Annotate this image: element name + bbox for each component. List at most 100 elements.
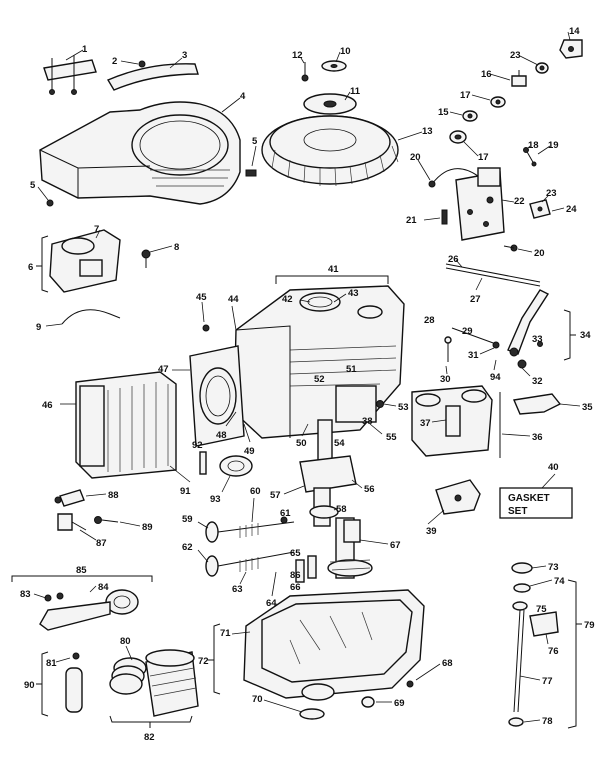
callout-53: 53 <box>398 402 409 413</box>
callout-21: 21 <box>406 215 417 226</box>
leader-50 <box>301 423 309 437</box>
callout-92: 92 <box>192 440 203 451</box>
leader-84 <box>89 585 97 593</box>
leader-23 <box>541 195 549 203</box>
leader-11 <box>344 91 351 101</box>
callout-28: 28 <box>424 315 435 326</box>
leader-35 <box>559 403 581 407</box>
bracket-79 <box>567 579 582 729</box>
leader-31 <box>479 347 495 355</box>
screw-2 <box>138 60 146 68</box>
control-bracket <box>43 55 97 95</box>
callout-29: 29 <box>462 326 473 337</box>
leader-78 <box>523 719 541 723</box>
leader-5b <box>251 145 257 167</box>
leader-71 <box>231 631 251 635</box>
leader-36 <box>501 433 531 437</box>
leader-67 <box>359 539 389 545</box>
pin-92 <box>199 451 207 475</box>
gasket-set-box <box>499 487 573 519</box>
washer-17b <box>449 130 467 144</box>
callout-38: 38 <box>362 416 373 427</box>
callout-58: 58 <box>336 504 347 515</box>
callout-41: 41 <box>328 264 339 275</box>
callout-77: 77 <box>542 676 553 687</box>
callout-1: 1 <box>82 44 88 55</box>
callout-5b: 5 <box>252 136 258 147</box>
leader-12 <box>300 57 305 64</box>
valve-intake <box>205 521 295 543</box>
callout-43: 43 <box>348 288 359 299</box>
callout-6: 6 <box>28 262 33 273</box>
callout-65: 65 <box>290 548 301 559</box>
callout-64: 64 <box>266 598 277 609</box>
leader-24 <box>551 207 565 212</box>
callout-17a: 17 <box>460 90 471 101</box>
callout-90: 90 <box>24 680 35 691</box>
link-26-27 <box>445 263 541 287</box>
leader-4 <box>221 97 241 113</box>
callout-39: 39 <box>426 526 437 537</box>
leader-59 <box>197 521 209 529</box>
callout-80: 80 <box>120 636 131 647</box>
rope-guide <box>106 63 199 91</box>
leader-88 <box>85 493 107 497</box>
leader-76 <box>545 633 549 645</box>
callout-14: 14 <box>569 26 580 37</box>
bracket-90 <box>36 651 49 717</box>
leader-9 <box>45 323 63 327</box>
leader-10 <box>335 51 341 63</box>
callout-78: 78 <box>542 716 553 727</box>
leader-15 <box>449 111 463 116</box>
callout-33: 33 <box>532 334 543 345</box>
callout-30: 30 <box>440 374 451 385</box>
leader-55 <box>369 423 383 435</box>
leader-26 <box>455 259 463 268</box>
callout-20a: 20 <box>410 152 421 163</box>
callout-20b: 20 <box>534 248 545 259</box>
screw-8 <box>141 249 151 268</box>
callout-5a: 5 <box>30 180 36 191</box>
callout-16b: 16 <box>481 69 492 80</box>
callout-54: 54 <box>334 438 345 449</box>
leader-27 <box>475 277 483 291</box>
bracket-82 <box>109 715 193 728</box>
leader-63 <box>239 571 247 585</box>
callout-59: 59 <box>182 514 193 525</box>
leader-14 <box>567 31 571 41</box>
bracket-34 <box>563 309 576 361</box>
callout-86: 86 <box>290 570 301 581</box>
callout-51: 51 <box>346 364 357 375</box>
callout-42: 42 <box>282 294 293 305</box>
leader-20a <box>417 159 431 181</box>
leader-83 <box>33 593 47 599</box>
screw-45 <box>202 324 210 332</box>
callout-69: 69 <box>394 698 405 709</box>
callout-50: 50 <box>296 438 307 449</box>
washer-10 <box>321 60 347 72</box>
leader-16b <box>489 73 511 81</box>
starter-cup <box>303 93 357 115</box>
callout-15: 15 <box>438 107 449 118</box>
callout-76: 76 <box>548 646 559 657</box>
crankshaft <box>299 419 357 527</box>
leader-70 <box>263 699 303 713</box>
leader-91 <box>169 465 191 483</box>
callout-4: 4 <box>240 91 246 102</box>
callout-40: 40 <box>548 462 559 473</box>
leader-16a <box>519 55 539 66</box>
engine-sump <box>243 589 425 701</box>
leader-3 <box>169 57 183 69</box>
leader-80 <box>125 645 133 661</box>
callout-91: 91 <box>180 486 191 497</box>
nut-16a <box>535 62 549 74</box>
callout-66: 66 <box>290 582 301 593</box>
leader-57 <box>283 485 305 495</box>
breather-14 <box>559 39 583 59</box>
ignition-armature <box>455 167 505 241</box>
callout-24: 24 <box>566 204 577 215</box>
leader-1 <box>65 49 84 61</box>
callout-10: 10 <box>340 46 351 57</box>
